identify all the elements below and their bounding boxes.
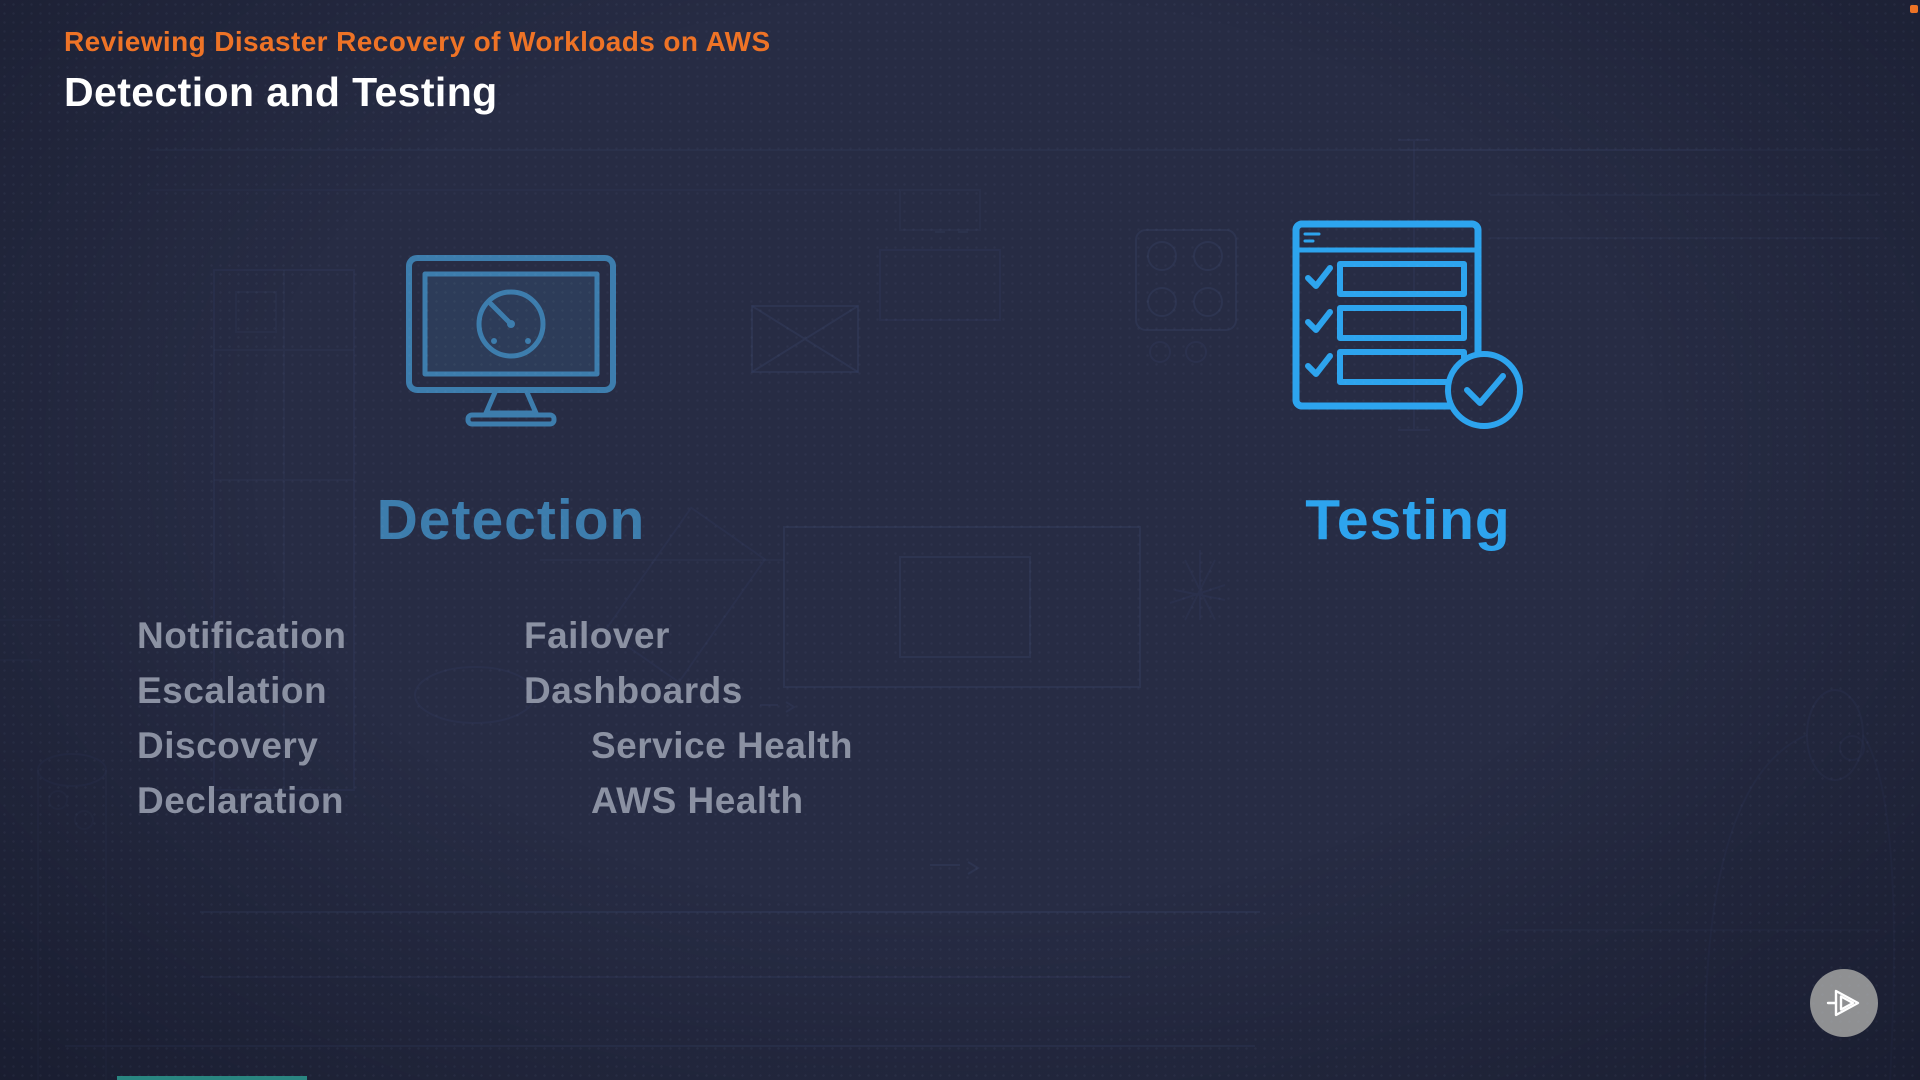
monitor-gauge-icon [406,255,616,427]
checklist-check-icon [1292,220,1523,429]
corner-orange-dot [1910,5,1918,13]
pluralsight-play-icon [1826,989,1860,1017]
detection-list-right: Failover Dashboards Service Health AWS H… [524,608,853,828]
pluralsight-logo [1810,969,1878,1037]
list-item-service-health: Service Health [591,725,854,766]
header: Reviewing Disaster Recovery of Workloads… [64,24,771,118]
course-title: Reviewing Disaster Recovery of Workloads… [64,26,771,57]
detection-heading: Detection [376,488,646,552]
list-item-failover: Failover [524,615,670,656]
list-item-declaration: Declaration [137,780,345,821]
list-item-discovery: Discovery [137,725,319,766]
detection-list-left: Notification Escalation Discovery Declar… [137,608,346,828]
list-item-escalation: Escalation [137,670,328,711]
list-item-aws-health: AWS Health [591,780,804,821]
bottom-accent-line [117,1076,307,1080]
testing-heading: Testing [1305,488,1511,552]
list-item-notification: Notification [137,615,347,656]
slide-title: Detection and Testing [64,69,498,115]
list-item-dashboards: Dashboards [524,670,743,711]
